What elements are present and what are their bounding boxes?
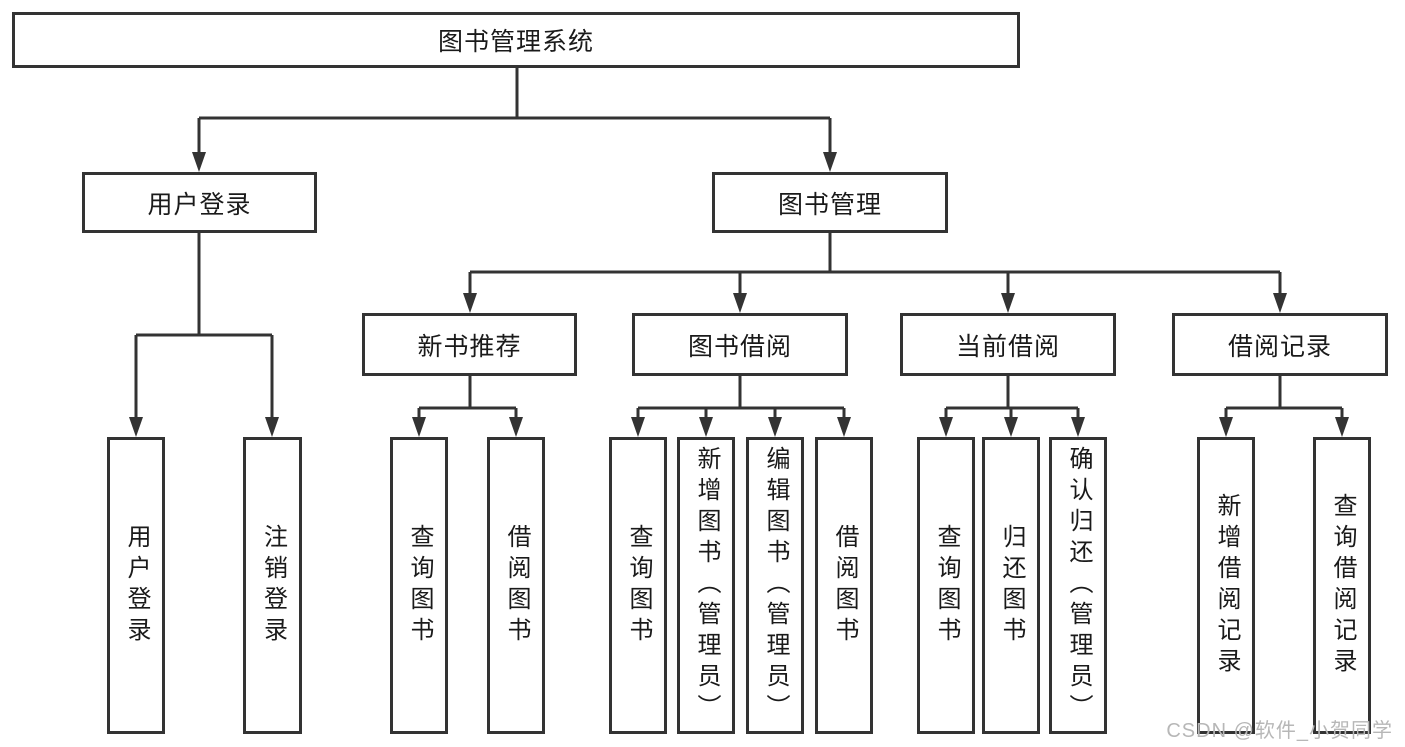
node-book-borrowing: 图书借阅 [632,313,848,376]
node-edit-books-admin: 编辑图书（管理员） [746,437,804,734]
arrowhead [823,152,837,172]
node-label: 借阅图书 [503,523,530,648]
arrowhead [1273,293,1287,313]
node-label: 查询借阅记录 [1329,492,1356,679]
arrowhead [733,293,747,313]
node-label: 新书推荐 [417,332,522,361]
node-query-books-current: 查询图书 [917,437,975,734]
node-label: 归还图书 [998,523,1025,648]
node-library-management-system: 图书管理系统 [12,12,1020,68]
node-label: 编辑图书（管理员） [762,446,789,725]
node-label: 用户登录 [123,523,150,648]
arrowhead [939,417,953,437]
node-label: 借阅记录 [1227,332,1332,361]
arrowhead [509,417,523,437]
node-new-book-recommendation: 新书推荐 [362,313,577,376]
node-borrowing-records: 借阅记录 [1172,313,1388,376]
node-label: 当前借阅 [955,332,1060,361]
node-user-login: 用户登录 [82,172,317,233]
node-label: 确认归还（管理员） [1065,446,1092,725]
node-user-login-leaf: 用户登录 [107,437,165,734]
arrowhead [265,417,279,437]
node-current-borrowing: 当前借阅 [900,313,1116,376]
node-borrow-books-leaf: 借阅图书 [815,437,873,734]
arrowhead [463,293,477,313]
node-query-books-borrow: 查询图书 [609,437,667,734]
node-label: 查询图书 [933,523,960,648]
node-book-management: 图书管理 [712,172,948,233]
node-query-books-recommend: 查询图书 [390,437,448,734]
node-label: 注销登录 [259,523,287,648]
node-confirm-return-admin: 确认归还（管理员） [1049,437,1107,734]
arrowhead [768,417,782,437]
csdn-watermark: CSDN @软件_小贺同学 [1166,720,1393,742]
node-label: 查询图书 [625,523,652,648]
arrowhead [1335,417,1349,437]
arrowhead [699,417,713,437]
arrowhead [631,417,645,437]
arrowhead [1219,417,1233,437]
arrowhead [1001,293,1015,313]
node-add-borrow-record: 新增借阅记录 [1197,437,1255,734]
node-add-books-admin: 新增图书（管理员） [677,437,735,734]
arrowhead [192,152,206,172]
node-label: 查询图书 [406,523,433,648]
node-label: 图书管理系统 [437,28,594,56]
node-label: 新增图书（管理员） [693,446,720,725]
node-return-books: 归还图书 [982,437,1040,734]
node-label: 图书借阅 [687,332,792,361]
arrowhead [1071,417,1085,437]
arrowhead [837,417,851,437]
node-logout: 注销登录 [243,437,302,734]
node-label: 新增借阅记录 [1213,492,1240,679]
arrowhead [412,417,426,437]
node-label: 借阅图书 [831,523,858,648]
node-label: 用户登录 [147,190,252,219]
node-borrow-books-recommend: 借阅图书 [487,437,545,734]
node-query-borrow-record: 查询借阅记录 [1313,437,1371,734]
arrowhead [1004,417,1018,437]
node-label: 图书管理 [777,190,882,219]
arrowhead [129,417,143,437]
